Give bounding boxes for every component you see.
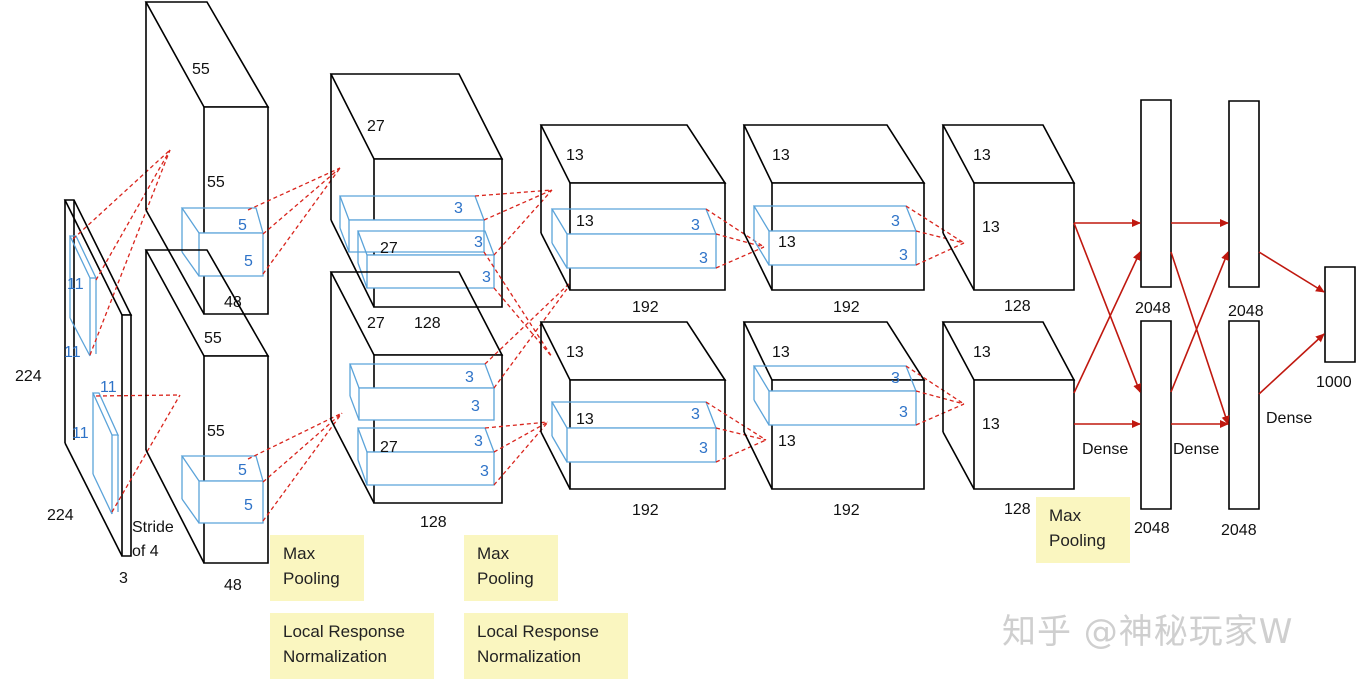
output-label: 1000 [1316, 374, 1352, 391]
conv1-bottom-label-b: 55 [207, 423, 225, 440]
conv1-top-label-a: 55 [192, 61, 210, 78]
input-kernel-bottom [91, 392, 120, 515]
conv3-top-kernel [550, 208, 717, 269]
input-kernel-top [68, 235, 98, 357]
input-height-label: 224 [15, 368, 42, 385]
kernel2-label-b: 5 [244, 253, 253, 270]
kernel2-label-c: 5 [238, 462, 247, 479]
fc2-blocks [1228, 100, 1260, 510]
input-volume [63, 199, 133, 557]
conv4-bottom-label-b: 13 [778, 433, 796, 450]
conv2-bottom-label-a: 27 [380, 439, 398, 456]
stride-label-line2: of 4 [132, 543, 159, 560]
conv5-top-label-b: 13 [982, 219, 1000, 236]
fc2-top-label: 2048 [1228, 303, 1264, 320]
conv1-top-label-c: 48 [224, 294, 242, 311]
conv3-bottom-label-a: 13 [566, 344, 584, 361]
output-block [1324, 266, 1356, 363]
kernel5-label-3: 3 [891, 370, 900, 387]
conv5-top-block [941, 124, 1076, 291]
maxpool-note-3: Max Pooling [1036, 497, 1130, 563]
conv4-bottom-label-c: 192 [833, 502, 860, 519]
input-width-label: 224 [47, 507, 74, 524]
kernel3-label-1: 3 [454, 200, 463, 217]
conv3-top-label-a: 13 [566, 147, 584, 164]
conv5-bottom-label-b: 13 [982, 416, 1000, 433]
conv3-bottom-label-c: 192 [632, 502, 659, 519]
conv3-bottom-kernel [550, 401, 717, 463]
conv4-to-conv5-connections [905, 205, 965, 426]
conv5-top-label-c: 128 [1004, 298, 1031, 315]
fc1-blocks [1140, 99, 1172, 510]
dense-label-3: Dense [1266, 410, 1312, 427]
kernel3-label-7: 3 [480, 463, 489, 480]
input-to-conv1-connections [72, 149, 181, 513]
maxpool-note-2: Max Pooling [464, 535, 558, 601]
watermark: 知乎 @神秘玩家W [1002, 612, 1294, 652]
kernel3-label-6: 3 [474, 433, 483, 450]
kernel5-label-2: 3 [899, 247, 908, 264]
dense-label-1: Dense [1082, 441, 1128, 458]
maxpool-note-1: Max Pooling [270, 535, 364, 601]
fc1-bottom-label: 2048 [1134, 520, 1170, 537]
fc2-bottom-label: 2048 [1221, 522, 1257, 539]
dense-arrows [1073, 219, 1325, 428]
fc2-top-block [1228, 100, 1260, 288]
kernel1-label-c: 11 [100, 379, 117, 396]
conv2-to-conv3-connections [474, 189, 576, 486]
kernel4-label-3: 3 [691, 406, 700, 423]
dense-label-2: Dense [1173, 441, 1219, 458]
conv5-bottom-block [941, 321, 1076, 490]
lrn-note-2: Local Response Normalization [464, 613, 628, 679]
fc2-bottom-block [1228, 320, 1260, 510]
stride-label-line1: Stride [132, 519, 174, 536]
lrn-note-1: Local Response Normalization [270, 613, 434, 679]
conv2-bottom-kernels [349, 363, 495, 486]
kernel5-label-1: 3 [891, 213, 900, 230]
conv4-bottom-label-a: 13 [772, 344, 790, 361]
conv5-bottom-label-a: 13 [973, 344, 991, 361]
kernel3-label-5: 3 [471, 398, 480, 415]
kernel3-label-3: 3 [482, 269, 491, 286]
conv3-bottom-label-b: 13 [576, 411, 594, 428]
conv1-bottom-label-c: 48 [224, 577, 242, 594]
conv1-bottom-kernel [180, 455, 264, 524]
kernel3-label-4: 3 [465, 369, 474, 386]
kernel1-label-b: 11 [64, 344, 81, 361]
kernel4-label-4: 3 [699, 440, 708, 457]
conv3-top-label-c: 192 [632, 299, 659, 316]
conv5-top-label-a: 13 [973, 147, 991, 164]
fc1-bottom-block [1140, 320, 1172, 510]
conv4-top-label-a: 13 [772, 147, 790, 164]
conv2-top-label-a: 27 [367, 118, 385, 135]
conv4-top-label-c: 192 [833, 299, 860, 316]
fc1-top-block [1140, 99, 1172, 288]
conv2-bottom-label-b: 128 [420, 514, 447, 531]
input-channels-label: 3 [119, 570, 128, 587]
kernel3-label-2: 3 [474, 234, 483, 251]
kernel4-label-2: 3 [699, 250, 708, 267]
conv2-top-label-c: 27 [367, 315, 385, 332]
conv4-top-label-b: 13 [778, 234, 796, 251]
conv2-top-label-b: 27 [380, 240, 398, 257]
kernel1-label-d: 11 [72, 425, 89, 442]
conv5-bottom-label-c: 128 [1004, 501, 1031, 518]
kernel4-label-1: 3 [691, 217, 700, 234]
conv1-bottom-label-a: 55 [204, 330, 222, 347]
kernel2-label-d: 5 [244, 497, 253, 514]
conv3-top-label-b: 13 [576, 213, 594, 230]
conv1-top-label-b: 55 [207, 174, 225, 191]
fc1-top-label: 2048 [1135, 300, 1171, 317]
kernel1-label-a: 11 [67, 276, 84, 293]
kernel2-label-a: 5 [238, 217, 247, 234]
kernel5-label-4: 3 [899, 404, 908, 421]
conv2-top-label-d: 128 [414, 315, 441, 332]
conv1-to-conv2-connections [247, 167, 343, 522]
